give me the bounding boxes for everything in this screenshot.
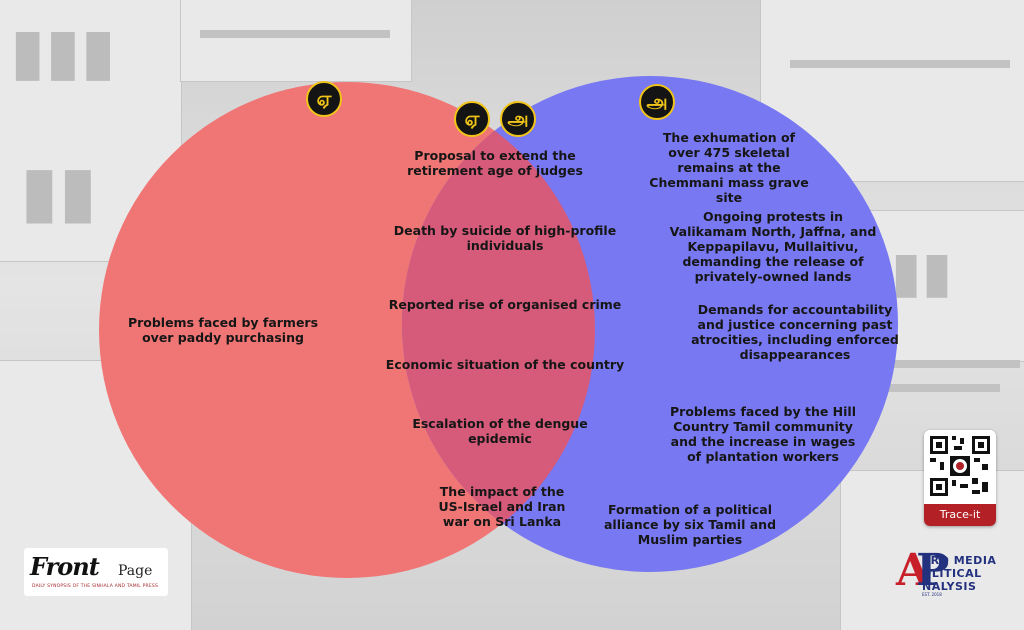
right-item: Formation of a political alliance by six… (603, 502, 777, 547)
qr-caption: Trace-it (924, 504, 996, 526)
frontpage-logo-page: Page (118, 563, 153, 579)
acro-media-logo: AP CRO MEDIA OLITICAL NALYSIS EST. 2018 (896, 546, 1008, 606)
amp-est: EST. 2018 (922, 592, 942, 597)
common-item: Proposal to extend the retirement age of… (407, 148, 583, 178)
frontpage-tagline: DAILY SYNOPSIS OF THE SINHALA AND TAMIL … (32, 584, 159, 589)
common-item: Reported rise of organised crime (388, 297, 622, 312)
amp-mark: AP (896, 546, 949, 596)
right-item: Problems faced by the Hill Country Tamil… (670, 404, 856, 464)
right-item: Ongoing protests in Valikamam North, Jaf… (669, 209, 877, 284)
amp-line-2: OLITICAL (922, 567, 982, 580)
frontpage-logo-front: Front (30, 552, 100, 581)
amp-line-1: CRO MEDIA (922, 554, 997, 567)
common-item: The impact of the US-Israel and Iran war… (438, 484, 566, 529)
common-item: Escalation of the dengue epidemic (412, 416, 588, 446)
badge-center-left-icon: ஏ (454, 101, 490, 137)
amp-mark-p: P (916, 545, 950, 596)
trace-it-qr[interactable]: Trace-it (924, 430, 996, 526)
right-item: The exhumation of over 475 skeletal rema… (649, 130, 809, 205)
overlap-region (402, 82, 595, 572)
badge-left-icon: ஏ (306, 81, 342, 117)
left-item: Problems faced by farmers over paddy pur… (127, 315, 319, 345)
badge-right-icon: அ (639, 84, 675, 120)
frontpage-logo: Front Page DAILY SYNOPSIS OF THE SINHALA… (24, 548, 168, 596)
common-item: Death by suicide of high-profile individ… (393, 223, 617, 253)
amp-mark-a: A (896, 545, 931, 596)
right-item: Demands for accountability and justice c… (691, 302, 899, 362)
qr-code-icon (928, 434, 992, 498)
common-item: Economic situation of the country (385, 357, 625, 372)
badge-center-right-icon: அ (500, 101, 536, 137)
amp-line-3: NALYSIS (922, 580, 977, 593)
